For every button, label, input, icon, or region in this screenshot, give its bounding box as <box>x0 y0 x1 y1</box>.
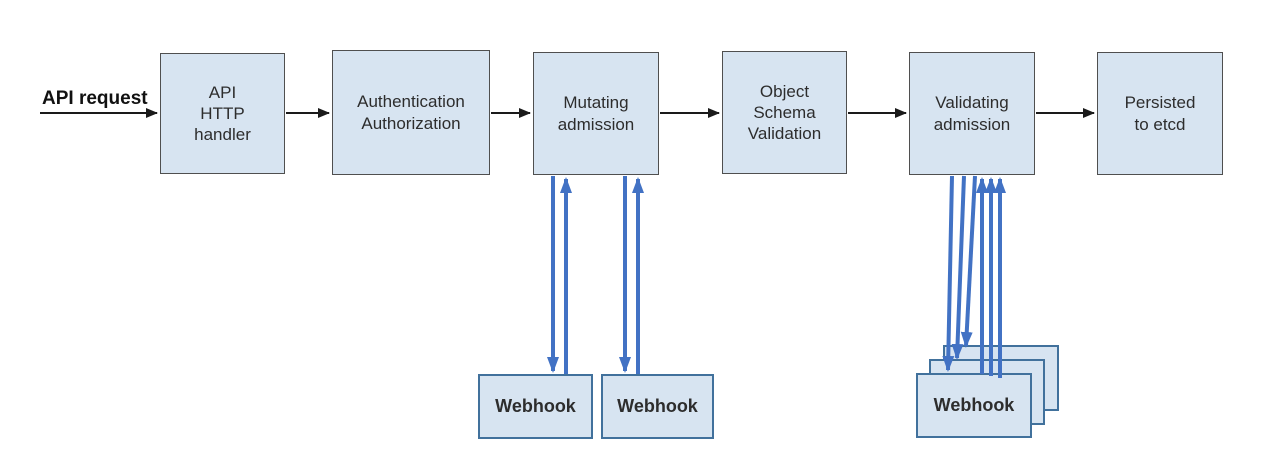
validating-webhook-call-arrow-1 <box>942 175 955 372</box>
node-object-schema-validation: Object Schema Validation <box>722 51 847 174</box>
validating-webhook-call-arrow-2 <box>951 175 966 360</box>
node-persisted-to-etcd: Persisted to etcd <box>1097 52 1223 175</box>
mutating-webhook-2: Webhook <box>601 374 714 439</box>
validating-webhook-call-arrow-3 <box>960 175 977 348</box>
api-request-label: API request <box>42 88 148 109</box>
validating-webhook-front: Webhook <box>916 373 1032 438</box>
mutating-webhook-1: Webhook <box>478 374 593 439</box>
node-validating-admission: Validating admission <box>909 52 1035 175</box>
node-authentication-authorization: Authentication Authorization <box>332 50 490 175</box>
node-api-http-handler: API HTTP handler <box>160 53 285 174</box>
node-mutating-admission: Mutating admission <box>533 52 659 175</box>
